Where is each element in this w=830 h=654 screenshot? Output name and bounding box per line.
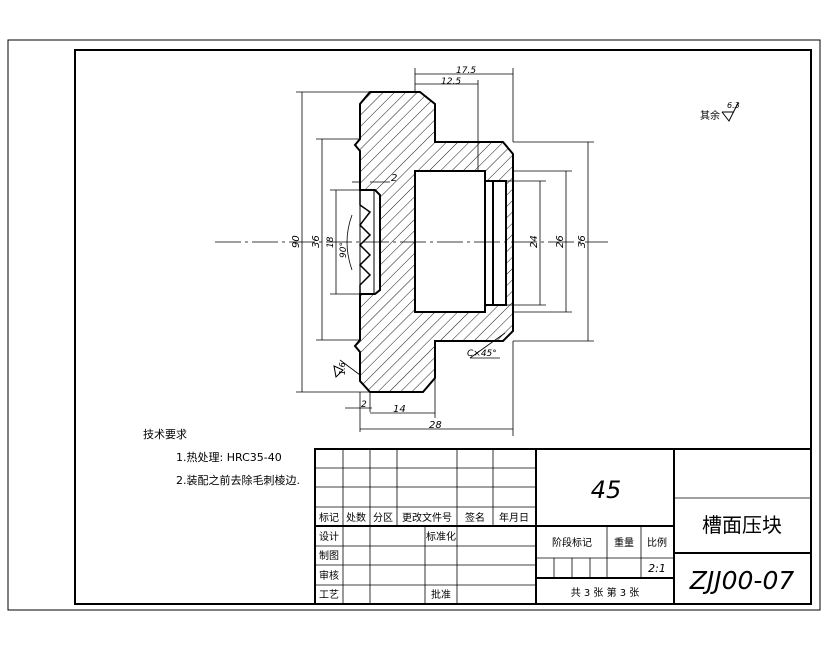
part-name: 槽面压块 <box>702 513 782 537</box>
hdr-zone: 分区 <box>373 512 393 524</box>
dimension-lines <box>296 68 594 436</box>
title-block-texts: 45 槽面压块 ZJJ00-07 标记 处数 分区 更改文件号 签名 年月日 设… <box>319 476 794 601</box>
tech-requirements: 技术要求 1.热处理: HRC35-40 2.装配之前去除毛刺棱边. <box>143 428 300 487</box>
tech-req-title: 技术要求 <box>143 428 187 441</box>
title-block <box>314 448 812 605</box>
dim-2-bottom: 2 <box>361 400 367 410</box>
scale-label: 比例 <box>647 536 667 549</box>
role-standardize: 标准化 <box>426 530 456 543</box>
dim-24: 24 <box>529 235 540 248</box>
drawing-number: ZJJ00-07 <box>689 566 795 595</box>
scale-value: 2:1 <box>648 562 666 575</box>
dim-18: 18 <box>326 236 336 248</box>
role-review: 审核 <box>319 569 339 582</box>
tech-req-item-1: 1.热处理: HRC35-40 <box>176 451 282 464</box>
stage-mark-label: 阶段标记 <box>552 536 592 549</box>
role-process: 工艺 <box>319 589 339 601</box>
roughness-rest-icon <box>721 102 739 122</box>
sheet-count: 共 3 张 第 3 张 <box>571 586 640 599</box>
roughness-rest-label: 其余 <box>700 109 720 122</box>
dim-90: 90 <box>291 235 302 248</box>
roughness-rest-value: 6.3 <box>727 101 740 110</box>
roughness-local: 1.6 <box>333 362 347 379</box>
outer-border <box>7 39 821 611</box>
weight-label: 重量 <box>614 536 634 549</box>
dim-12-5: 12.5 <box>441 77 461 87</box>
material-value: 45 <box>591 476 622 504</box>
dim-17-5: 17.5 <box>456 66 476 76</box>
dim-14: 14 <box>393 404 406 415</box>
dim-2-top: 2 <box>391 173 397 184</box>
dim-28: 28 <box>429 420 442 431</box>
hdr-date: 年月日 <box>499 511 529 524</box>
roughness-local-value: 1.6 <box>338 362 347 375</box>
roughness-local-icon <box>333 365 344 379</box>
dim-36-right: 36 <box>577 235 588 248</box>
tech-req-item-2: 2.装配之前去除毛刺棱边. <box>176 473 300 487</box>
dim-90-degree: 90° <box>339 242 349 258</box>
dim-chamfer: C×45° <box>467 349 497 359</box>
hdr-mark: 标记 <box>319 512 339 524</box>
roughness-rest: 其余 6.3 <box>700 101 740 122</box>
dimension-texts: 17.5 12.5 90 36 18 90° 2 24 26 36 C×45° … <box>291 66 588 431</box>
role-design: 设计 <box>319 530 339 543</box>
hdr-count: 处数 <box>346 511 366 524</box>
role-draw: 制图 <box>319 549 339 562</box>
hdr-sign: 签名 <box>465 511 485 524</box>
hdr-change-doc: 更改文件号 <box>402 511 452 524</box>
dim-26: 26 <box>555 235 566 248</box>
dim-36-left: 36 <box>311 235 322 248</box>
part-section <box>353 91 514 393</box>
role-approve: 批准 <box>431 588 451 601</box>
